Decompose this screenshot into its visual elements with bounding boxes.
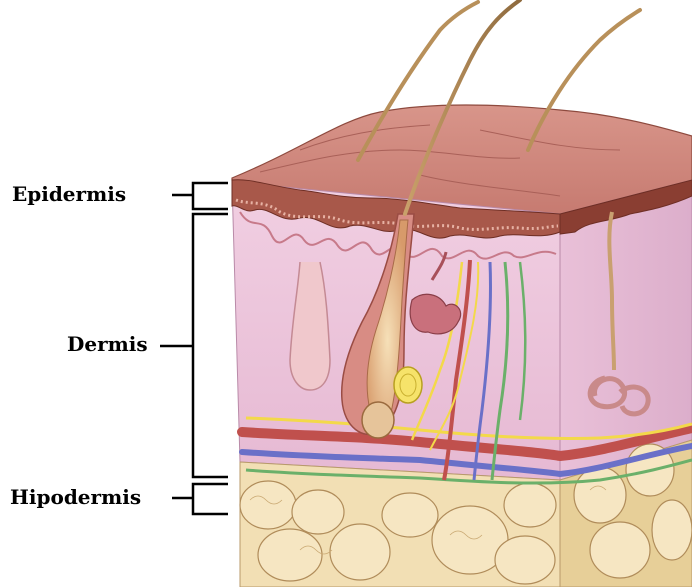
brackets	[160, 183, 228, 514]
bracket-hipodermis	[193, 484, 228, 514]
epidermis-label: Epidermis	[12, 184, 126, 204]
pacinian-corpuscle	[394, 367, 422, 403]
dermis-label: Dermis	[67, 334, 148, 354]
hipodermis-label: Hipodermis	[10, 487, 141, 507]
hair-bulb	[362, 402, 394, 438]
bracket-epidermis	[193, 183, 228, 209]
bracket-dermis	[193, 214, 228, 477]
